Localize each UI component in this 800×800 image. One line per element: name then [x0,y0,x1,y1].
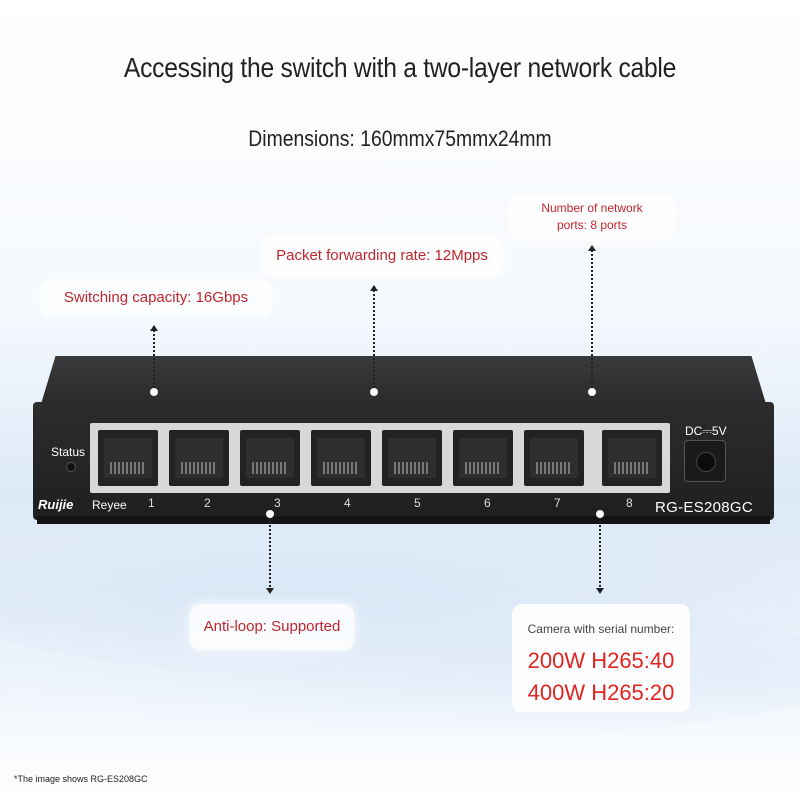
camera-capacity-200w: 200W H265:40 [527,648,675,673]
switch-top-panel [41,356,766,404]
switch-base [37,516,770,524]
arrow-up-icon [370,285,378,291]
dc-power-label: DC⎓5V [685,424,727,438]
port-bay [90,423,670,493]
status-led-icon [66,462,76,472]
port-number: 6 [484,496,491,510]
ethernet-port-icon [524,430,584,486]
port-number: 2 [204,496,211,510]
ethernet-port-icon [382,430,442,486]
ethernet-port-icon [169,430,229,486]
switching-capacity-callout: Switching capacity: 16Gbps [40,280,272,316]
anchor-dot-icon [588,388,596,396]
packet-pointer-line [373,290,375,388]
anti-loop-callout: Anti-loop: Supported [190,604,354,650]
arrow-up-icon [150,325,158,331]
port-number: 7 [554,496,561,510]
model-number: RG-ES208GC [655,499,754,516]
ethernet-port-icon [453,430,513,486]
page-title: Accessing the switch with a two-layer ne… [123,52,677,83]
dc-power-jack-icon [684,440,726,482]
camera-heading: Camera with serial number: [527,622,675,636]
port-number: 3 [274,496,281,510]
reyee-logo: Reyee [92,498,127,512]
arrow-up-icon [588,245,596,251]
port-count-callout: Number of network ports: 8 ports [510,196,674,240]
port-number: 4 [344,496,351,510]
anchor-dot-icon [150,388,158,396]
anti-loop-pointer-line [269,518,271,590]
ethernet-port-icon [240,430,300,486]
arrow-down-icon [266,588,274,594]
ruijie-logo: Ruijie [38,497,74,512]
anchor-dot-icon [266,510,274,518]
port-number: 8 [626,496,633,510]
arrow-down-icon [596,588,604,594]
status-label: Status [51,445,86,459]
switching-pointer-line [153,330,155,388]
ethernet-port-icon [98,430,158,486]
anchor-dot-icon [370,388,378,396]
anchor-dot-icon [596,510,604,518]
camera-capacity-card: Camera with serial number: 200W H265:40 … [512,604,690,712]
ethernet-port-icon [311,430,371,486]
camera-capacity-400w: 400W H265:20 [527,680,675,705]
dimensions-text: Dimensions: 160mmx75mmx24mm [248,126,552,151]
port-count-line1: Number of network [541,201,643,215]
footnote: *The image shows RG-ES208GC [14,774,148,784]
port-count-line2: ports: 8 ports [556,218,628,232]
port-number: 5 [414,496,421,510]
port-number: 1 [148,496,155,510]
camera-pointer-line [599,518,601,590]
packet-forwarding-callout: Packet forwarding rate: 12Mpps [262,236,502,276]
ports-pointer-line [591,250,593,388]
ethernet-port-icon [602,430,662,486]
